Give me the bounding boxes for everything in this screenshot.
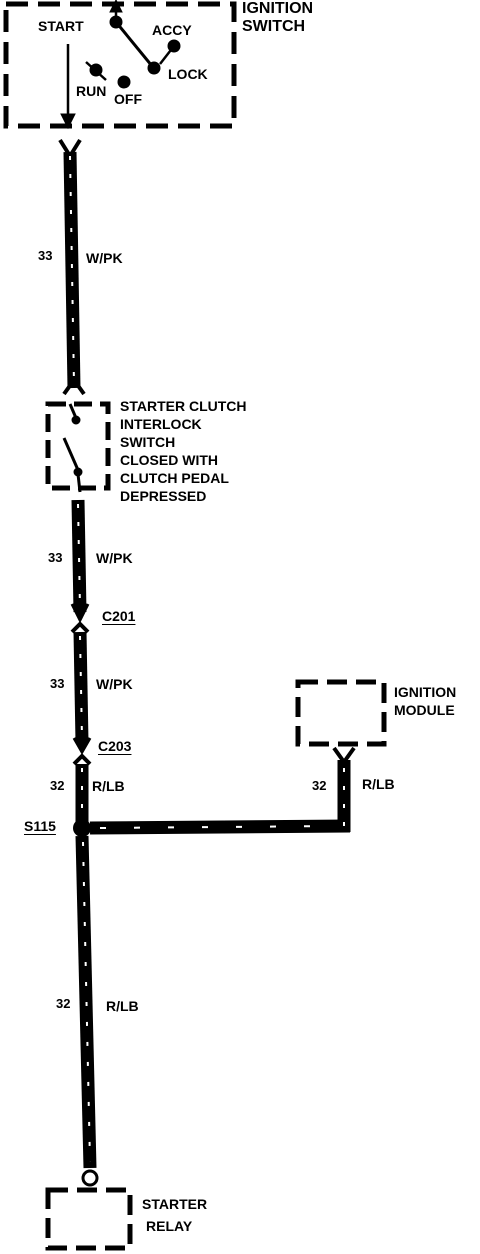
interlock-line-6: DEPRESSED [120,488,207,504]
position-run-label: RUN [76,83,107,99]
interlock-line-2: INTERLOCK [120,416,202,432]
wire-5-circuit: 32 [312,778,327,793]
wire-1-color: W/PK [86,250,123,266]
connector-c201-label: C201 [102,608,136,624]
interlock-line-5: CLUTCH PEDAL [120,470,229,486]
connector-c203-symbol [72,753,92,766]
wire-2-circuit: 33 [48,550,63,565]
wire-4-color: R/LB [92,778,125,794]
wire-6-color: R/LB [106,998,139,1014]
ignition-switch-title-line2: SWITCH [242,18,306,35]
wire-1-circuit: 33 [38,248,53,263]
connector-c201-symbol [70,621,90,634]
position-start-label: START [38,18,84,34]
position-accy-label: ACCY [152,22,192,38]
ignition-switch-box [3,1,237,129]
ignition-module-box [295,679,387,747]
ignition-switch-title-line1: IGNITION [242,0,314,17]
wire-segment-3 [72,631,92,756]
wire-segment-6 [75,835,99,1187]
wire-segment-2 [70,499,90,624]
position-off-label: OFF [114,91,142,107]
interlock-line-1: STARTER CLUTCH [120,398,247,414]
starter-relay-box [45,1187,133,1251]
interlock-switch-contacts [62,403,83,493]
starter-relay-line2: RELAY [146,1218,193,1234]
ignition-switch-contacts [60,0,181,130]
wire-segment-1 [58,138,86,396]
interlock-line-3: SWITCH [120,434,176,450]
position-lock-label: LOCK [168,66,208,82]
wire-3-color: W/PK [96,676,133,692]
wire-2-color: W/PK [96,550,133,566]
wire-5-color: R/LB [362,776,395,792]
wire-4-circuit: 32 [50,778,65,793]
splice-s115-label: S115 [24,818,56,834]
ignition-module-line2: MODULE [394,702,455,718]
starter-relay-line1: STARTER [142,1196,208,1212]
wire-3-circuit: 33 [50,676,65,691]
connector-c203-label: C203 [98,738,132,754]
ignition-module-line1: IGNITION [394,684,457,700]
interlock-switch-box [45,401,111,491]
splice-s115-dot [73,819,91,837]
interlock-line-4: CLOSED WITH [120,452,218,468]
wire-segment-5 [89,746,356,835]
wire-6-circuit: 32 [56,996,71,1011]
